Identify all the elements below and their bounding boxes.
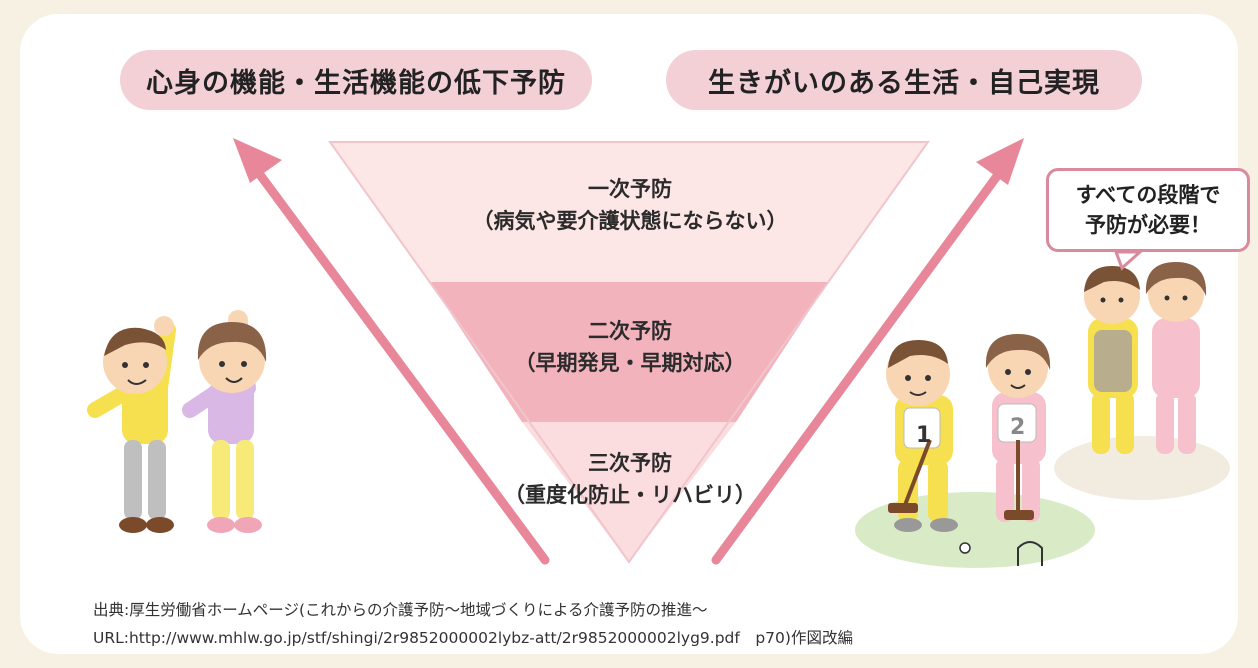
speech-bubble-tail: [1113, 250, 1144, 271]
stage-secondary-title: 二次予防: [588, 319, 672, 343]
source-citation: 出典:厚生労働省ホームページ(これからの介護予防～地域づくりによる介護予防の推進…: [93, 601, 708, 619]
gateball-players-illustration: [855, 334, 1095, 568]
bib-number-2: 2: [1010, 415, 1025, 440]
stretching-couple-illustration: [87, 310, 267, 533]
stage-primary-detail: （病気や要介護状態にならない）: [472, 209, 788, 233]
stage-secondary-label: 二次予防 （早期発見・早期対応）: [430, 315, 830, 379]
stage-primary-title: 一次予防: [588, 177, 672, 201]
tier-primary: [330, 142, 928, 282]
goal-meaningful-life: 生きがいのある生活・自己実現: [666, 50, 1142, 110]
tier-tertiary: [522, 422, 736, 562]
source-url: URL:http://www.mhlw.go.jp/stf/shingi/2r9…: [93, 629, 853, 647]
cheering-couple-illustration: [1054, 262, 1230, 500]
speech-bubble-line2: 予防が必要！: [1085, 213, 1211, 237]
speech-bubble: すべての段階で 予防が必要！: [1046, 168, 1250, 252]
goal-function-decline-prevention: 心身の機能・生活機能の低下予防: [120, 50, 592, 110]
speech-bubble-line1: すべての段階で: [1075, 183, 1221, 207]
stage-tertiary-label: 三次予防 （重度化防止・リハビリ）: [480, 447, 780, 511]
stage-tertiary-title: 三次予防: [588, 451, 672, 475]
bib-number-1: 1: [916, 423, 931, 448]
stage-secondary-detail: （早期発見・早期対応）: [514, 351, 746, 375]
left-arrow-icon: [233, 138, 550, 565]
tier-secondary: [430, 282, 828, 422]
right-arrow-icon: [711, 138, 1024, 565]
stage-primary-label: 一次予防 （病気や要介護状態にならない）: [380, 173, 880, 237]
stage-tertiary-detail: （重度化防止・リハビリ）: [504, 483, 756, 507]
